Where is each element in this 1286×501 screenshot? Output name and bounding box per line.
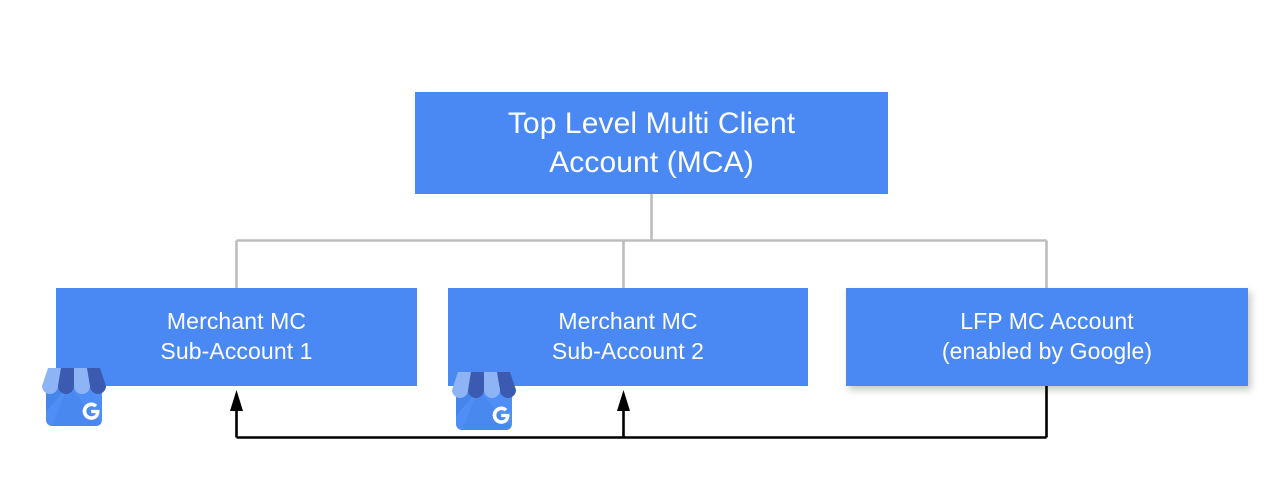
feed-connector-group <box>235 386 1048 439</box>
google-my-business-icon <box>42 368 106 426</box>
node-merchant-sub-account-2-label: Merchant MC Sub-Account 2 <box>551 308 705 364</box>
node-top-level-mca[interactable]: Top Level Multi Client Account (MCA) <box>415 92 888 194</box>
node-lfp-mc-account[interactable]: LFP MC Account (enabled by Google) <box>846 288 1248 386</box>
node-lfp-mc-account-label: LFP MC Account (enabled by Google) <box>941 308 1153 364</box>
node-top-level-mca-label: Top Level Multi Client Account (MCA) <box>507 107 796 179</box>
feed-arrowhead-sub1 <box>230 390 243 411</box>
node-merchant-sub-account-1-label: Merchant MC Sub-Account 1 <box>160 308 313 364</box>
google-my-business-icon <box>452 372 516 430</box>
node-merchant-sub-account-1[interactable]: Merchant MC Sub-Account 1 <box>56 288 417 386</box>
node-merchant-sub-account-2[interactable]: Merchant MC Sub-Account 2 <box>448 288 808 386</box>
tree-connector-group <box>235 194 1048 288</box>
feed-arrowhead-sub2 <box>617 390 630 411</box>
